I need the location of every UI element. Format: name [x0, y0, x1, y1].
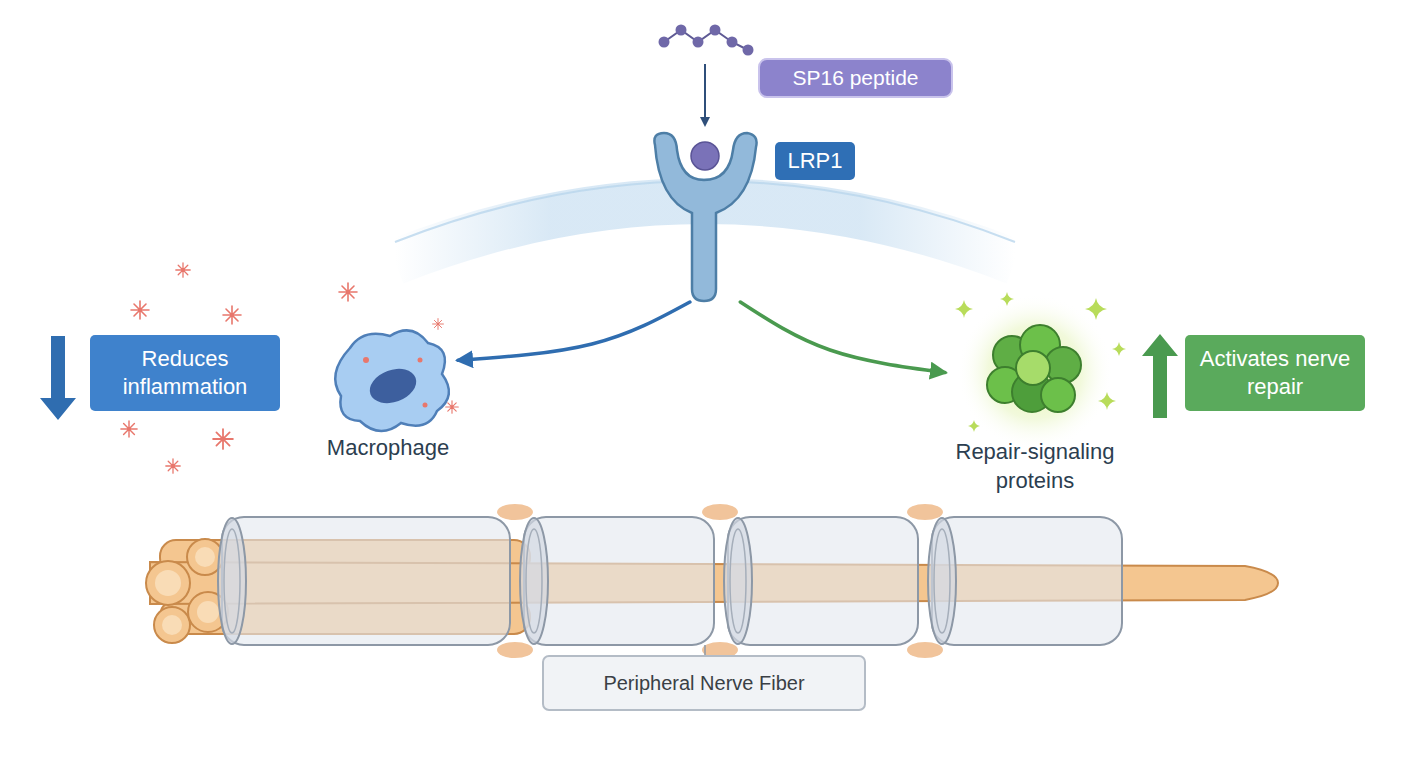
peptide-chain — [659, 25, 754, 56]
repair-sparks — [955, 292, 1126, 432]
protein-glow — [957, 294, 1113, 450]
node-text: SP16 peptide — [792, 66, 918, 90]
effect-box: Activates nerve repair — [1185, 335, 1365, 411]
cell-node: Macrophage — [318, 330, 458, 462]
macrophage-cell — [335, 330, 449, 431]
node-text: Reduces inflammation — [90, 345, 280, 401]
peptide-label: SP16 peptide — [758, 58, 953, 98]
nerve-fiber — [146, 504, 1278, 658]
bound-peptide — [691, 142, 719, 170]
node-text: Macrophage — [327, 433, 449, 462]
fiber-label: Peripheral Nerve Fiber — [542, 655, 866, 711]
node-text: Activates nerve repair — [1185, 345, 1365, 401]
effect-box: Reduces inflammation — [90, 335, 280, 411]
node-text: Repair-signaling proteins — [945, 437, 1125, 495]
increase-arrow — [1142, 334, 1178, 418]
connector-arrow — [740, 302, 945, 373]
protein-node: Repair-signaling proteins — [945, 315, 1125, 495]
protein-cluster — [987, 325, 1081, 412]
receptor-node: LRP1 — [650, 128, 860, 302]
receptor-shape — [654, 133, 756, 301]
node-text: Peripheral Nerve Fiber — [603, 672, 804, 695]
decrease-arrow — [40, 336, 76, 420]
node-text: LRP1 — [775, 142, 855, 180]
connector-arrow — [458, 302, 690, 360]
binding-arrow — [704, 64, 706, 122]
